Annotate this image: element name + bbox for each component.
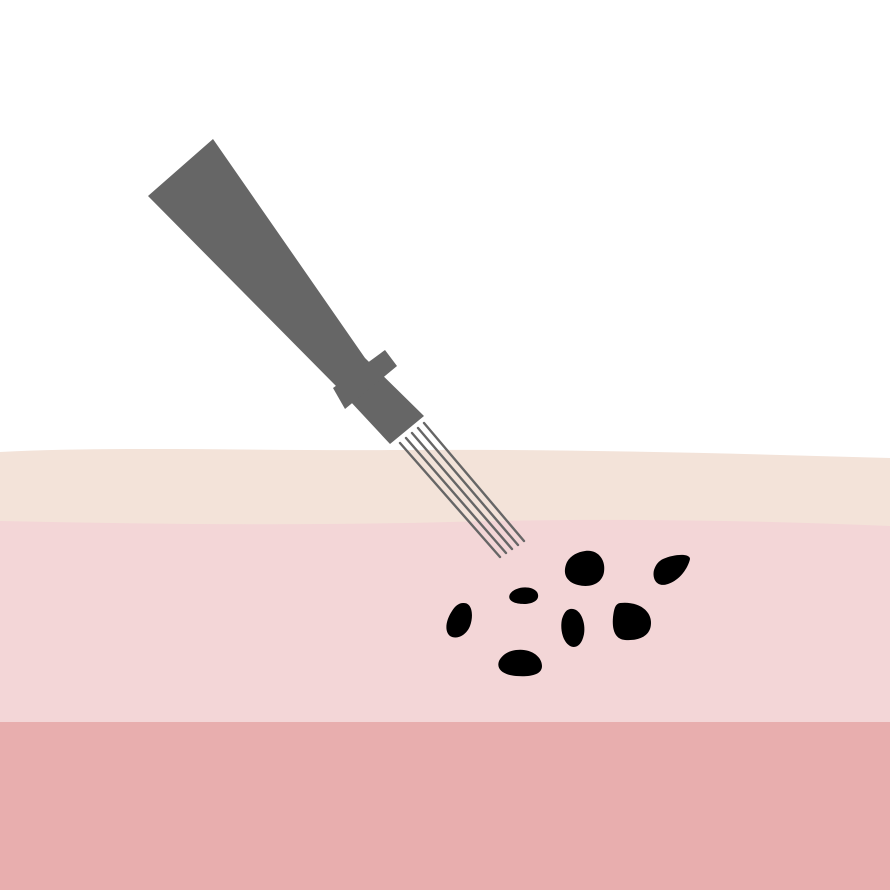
ink-particle [564,550,605,586]
ink-particle [612,602,651,641]
needle [398,441,502,559]
needle-holder [148,139,424,444]
ink-particle [653,554,690,585]
ink-particle [509,587,539,604]
needle-group [398,421,526,559]
ink-particle [498,649,542,677]
needle-holder-collar [333,350,397,409]
needle [416,426,520,547]
hypodermis-layer [0,722,890,890]
ink-particle [561,608,585,647]
needle [404,436,508,555]
ink-particle [446,602,472,638]
needle [410,431,514,551]
needle [422,421,526,543]
needle-holder-body [148,139,424,444]
ink-particles [446,550,690,677]
